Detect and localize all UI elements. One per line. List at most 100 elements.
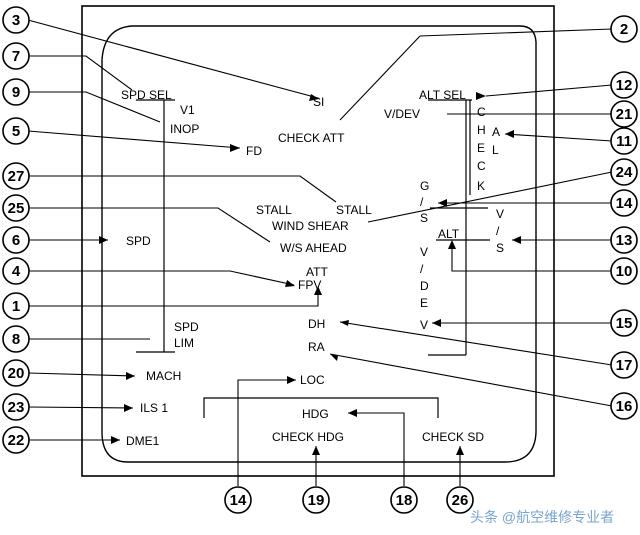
callout-8: 8 [2,325,30,353]
watermark-text: 头条 @航空维修专业者 [470,509,614,525]
callout-19: 19 [302,486,330,514]
callout-4: 4 [2,257,30,285]
callout-number: 3 [12,12,20,29]
vlabel-check-4: K [477,179,485,193]
callout-7: 7 [2,42,30,70]
label-dme1: DME1 [126,434,160,448]
callout-25: 25 [2,194,30,222]
display-frame [81,5,555,477]
callout-number: 24 [616,164,633,181]
callout-number: 25 [8,200,25,217]
label-dh: DH [308,317,325,331]
callout-circle [2,117,30,145]
vlabel-check-0: C [477,105,486,119]
callout-number: 5 [12,123,20,140]
label-spd: SPD [126,234,151,248]
label-v-dev: V/DEV [384,107,420,121]
callout-circle [2,226,30,254]
callout-10: 10 [610,257,638,285]
speed-tape [136,99,175,353]
vlabel-vdev-0: V [420,245,428,259]
callout-number: 19 [308,492,325,509]
vlabel-check-3: C [477,159,486,173]
callout-number: 7 [12,48,20,65]
vlabel-vdev-2: D [420,279,429,293]
callout-number: 26 [452,492,469,509]
callout-number: 8 [12,331,20,348]
callout-circle [2,426,30,454]
callout-circle [2,325,30,353]
callout-circle [2,78,30,106]
callout-circle [2,6,30,34]
label-ils1: ILS 1 [140,401,168,415]
callout-circle [2,292,30,320]
label-fpv: FPV [298,278,321,292]
callout-number: 14 [230,492,247,509]
callout-23: 23 [2,393,30,421]
label-ra: RA [308,340,325,354]
label-ws-ahead: W/S AHEAD [280,241,347,255]
label-stall-left: STALL [256,203,292,217]
callout-circle [610,309,638,337]
callout-circle [302,486,330,514]
callout-circle [610,15,638,43]
callout-circle [610,351,638,379]
callout-27: 27 [2,162,30,190]
callout-number: 1 [12,298,20,315]
label-check-att: CHECK ATT [278,131,345,145]
callout-circle [610,100,638,128]
callout-circle [610,226,638,254]
vlabel-vs-2: S [496,241,504,255]
callout-20: 20 [2,359,30,387]
callout-6: 6 [2,226,30,254]
callout-number: 2 [620,21,628,38]
callout-circle [2,257,30,285]
label-check-hdg: CHECK HDG [272,430,344,444]
callout-15: 15 [610,309,638,337]
callout-number: 18 [396,492,413,509]
vlabel-check-1: H [477,123,486,137]
label-mach: MACH [146,369,181,383]
callout-circle [2,162,30,190]
vlabel-gs-1: / [420,195,424,209]
altitude-tape [428,99,490,356]
callout-3: 3 [2,6,30,34]
callout-circle [610,392,638,420]
callout-circle [2,194,30,222]
label-check-sd: CHECK SD [422,430,484,444]
callout-26: 26 [446,486,474,514]
vlabel-vdev-1: / [420,262,424,276]
callout-circle [446,486,474,514]
label-loc: LOC [300,373,325,387]
callout-circle [2,42,30,70]
callout-number: 22 [8,432,25,449]
callout-number: 27 [8,168,25,185]
vlabel-vdev-4: V [420,318,428,332]
label-v1: V1 [180,103,195,117]
callout-24: 24 [610,158,638,186]
label-att: ATT [306,265,328,279]
label-alt-sel: ALT SEL [419,88,466,102]
callout-16: 16 [610,392,638,420]
vlabel-vs-1: / [496,224,500,238]
callout-13: 13 [610,226,638,254]
vlabel-vdev-3: E [420,296,428,310]
callout-number: 11 [616,133,632,150]
callout-number: 21 [616,106,633,123]
arrowheads [99,92,521,455]
callout-circle [224,486,252,514]
callout-number: 6 [12,232,20,249]
label-inop: INOP [170,122,199,136]
callout-circle [2,359,30,387]
callout-17: 17 [610,351,638,379]
callout-2: 2 [610,15,638,43]
callout-number: 12 [616,77,633,94]
callout-number: 14 [616,195,633,212]
callout-18: 18 [390,486,418,514]
vlabel-gs-2: S [420,211,428,225]
callout-12: 12 [610,71,638,99]
callout-14: 14 [224,486,252,514]
callout-circle [610,127,638,155]
